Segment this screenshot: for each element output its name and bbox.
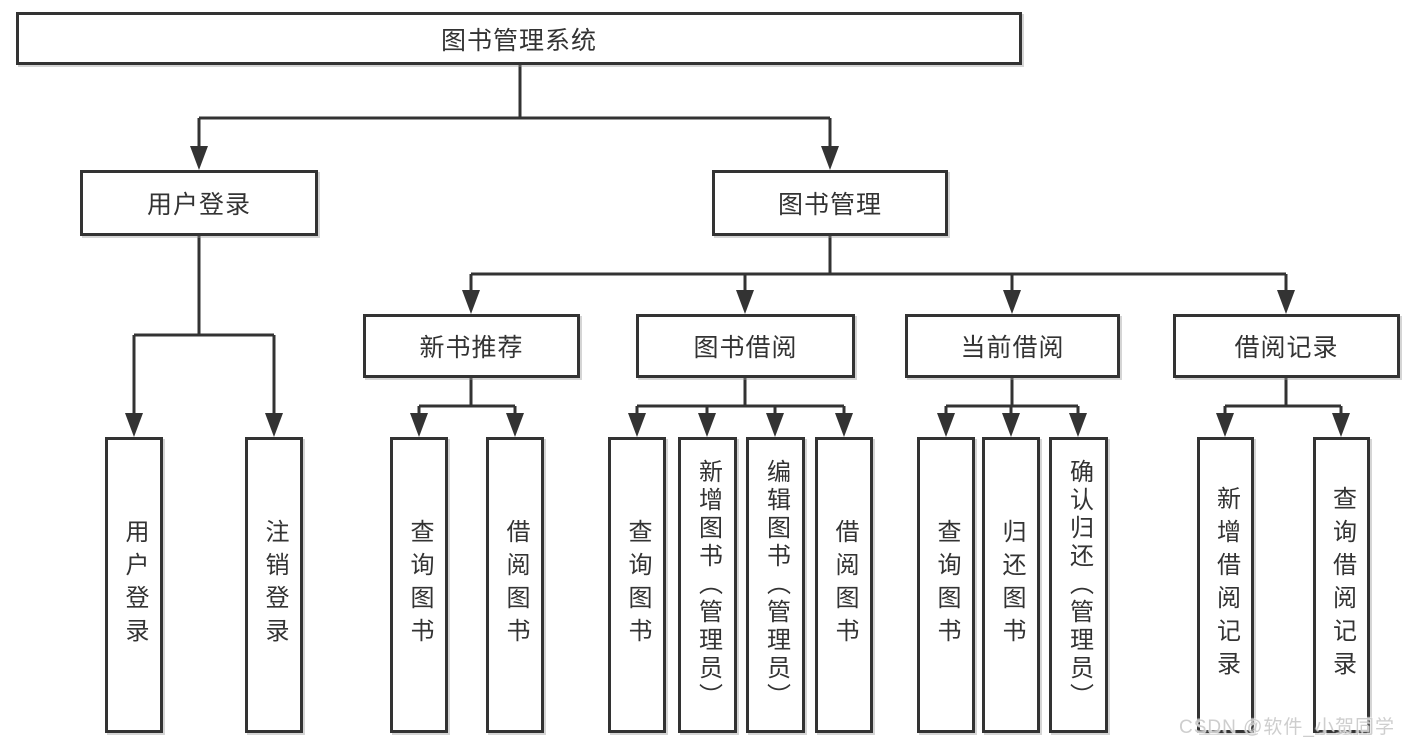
leaf-confirm-return-admin: 确认归还（管理员） <box>1049 437 1108 733</box>
node-borrow-records: 借阅记录 <box>1173 314 1400 378</box>
leaf-user-login: 用户登录 <box>105 437 163 733</box>
node-user-login: 用户登录 <box>80 170 318 236</box>
node-book-borrow: 图书借阅 <box>636 314 855 378</box>
node-book-management: 图书管理 <box>712 170 948 236</box>
node-current-borrow: 当前借阅 <box>905 314 1120 378</box>
leaf-query-borrow-record: 查询借阅记录 <box>1313 437 1370 733</box>
leaf-query-books-current: 查询图书 <box>917 437 975 733</box>
connector-lines <box>132 65 1343 416</box>
leaf-borrow-books-recommend: 借阅图书 <box>486 437 544 733</box>
leaf-borrow-books: 借阅图书 <box>815 437 873 733</box>
leaf-return-books: 归还图书 <box>982 437 1040 733</box>
leaf-edit-books-admin: 编辑图书（管理员） <box>746 437 805 733</box>
leaf-logout: 注销登录 <box>245 437 303 733</box>
leaf-query-books-borrow: 查询图书 <box>608 437 666 733</box>
watermark: CSDN @软件_小贺同学 <box>1179 717 1395 738</box>
leaf-query-books-recommend: 查询图书 <box>390 437 448 733</box>
arrowhead-icons <box>125 146 1350 437</box>
leaf-add-books-admin: 新增图书（管理员） <box>678 437 737 733</box>
node-system-root: 图书管理系统 <box>16 12 1022 65</box>
node-new-book-recommend: 新书推荐 <box>363 314 580 378</box>
leaf-add-borrow-record: 新增借阅记录 <box>1197 437 1254 733</box>
